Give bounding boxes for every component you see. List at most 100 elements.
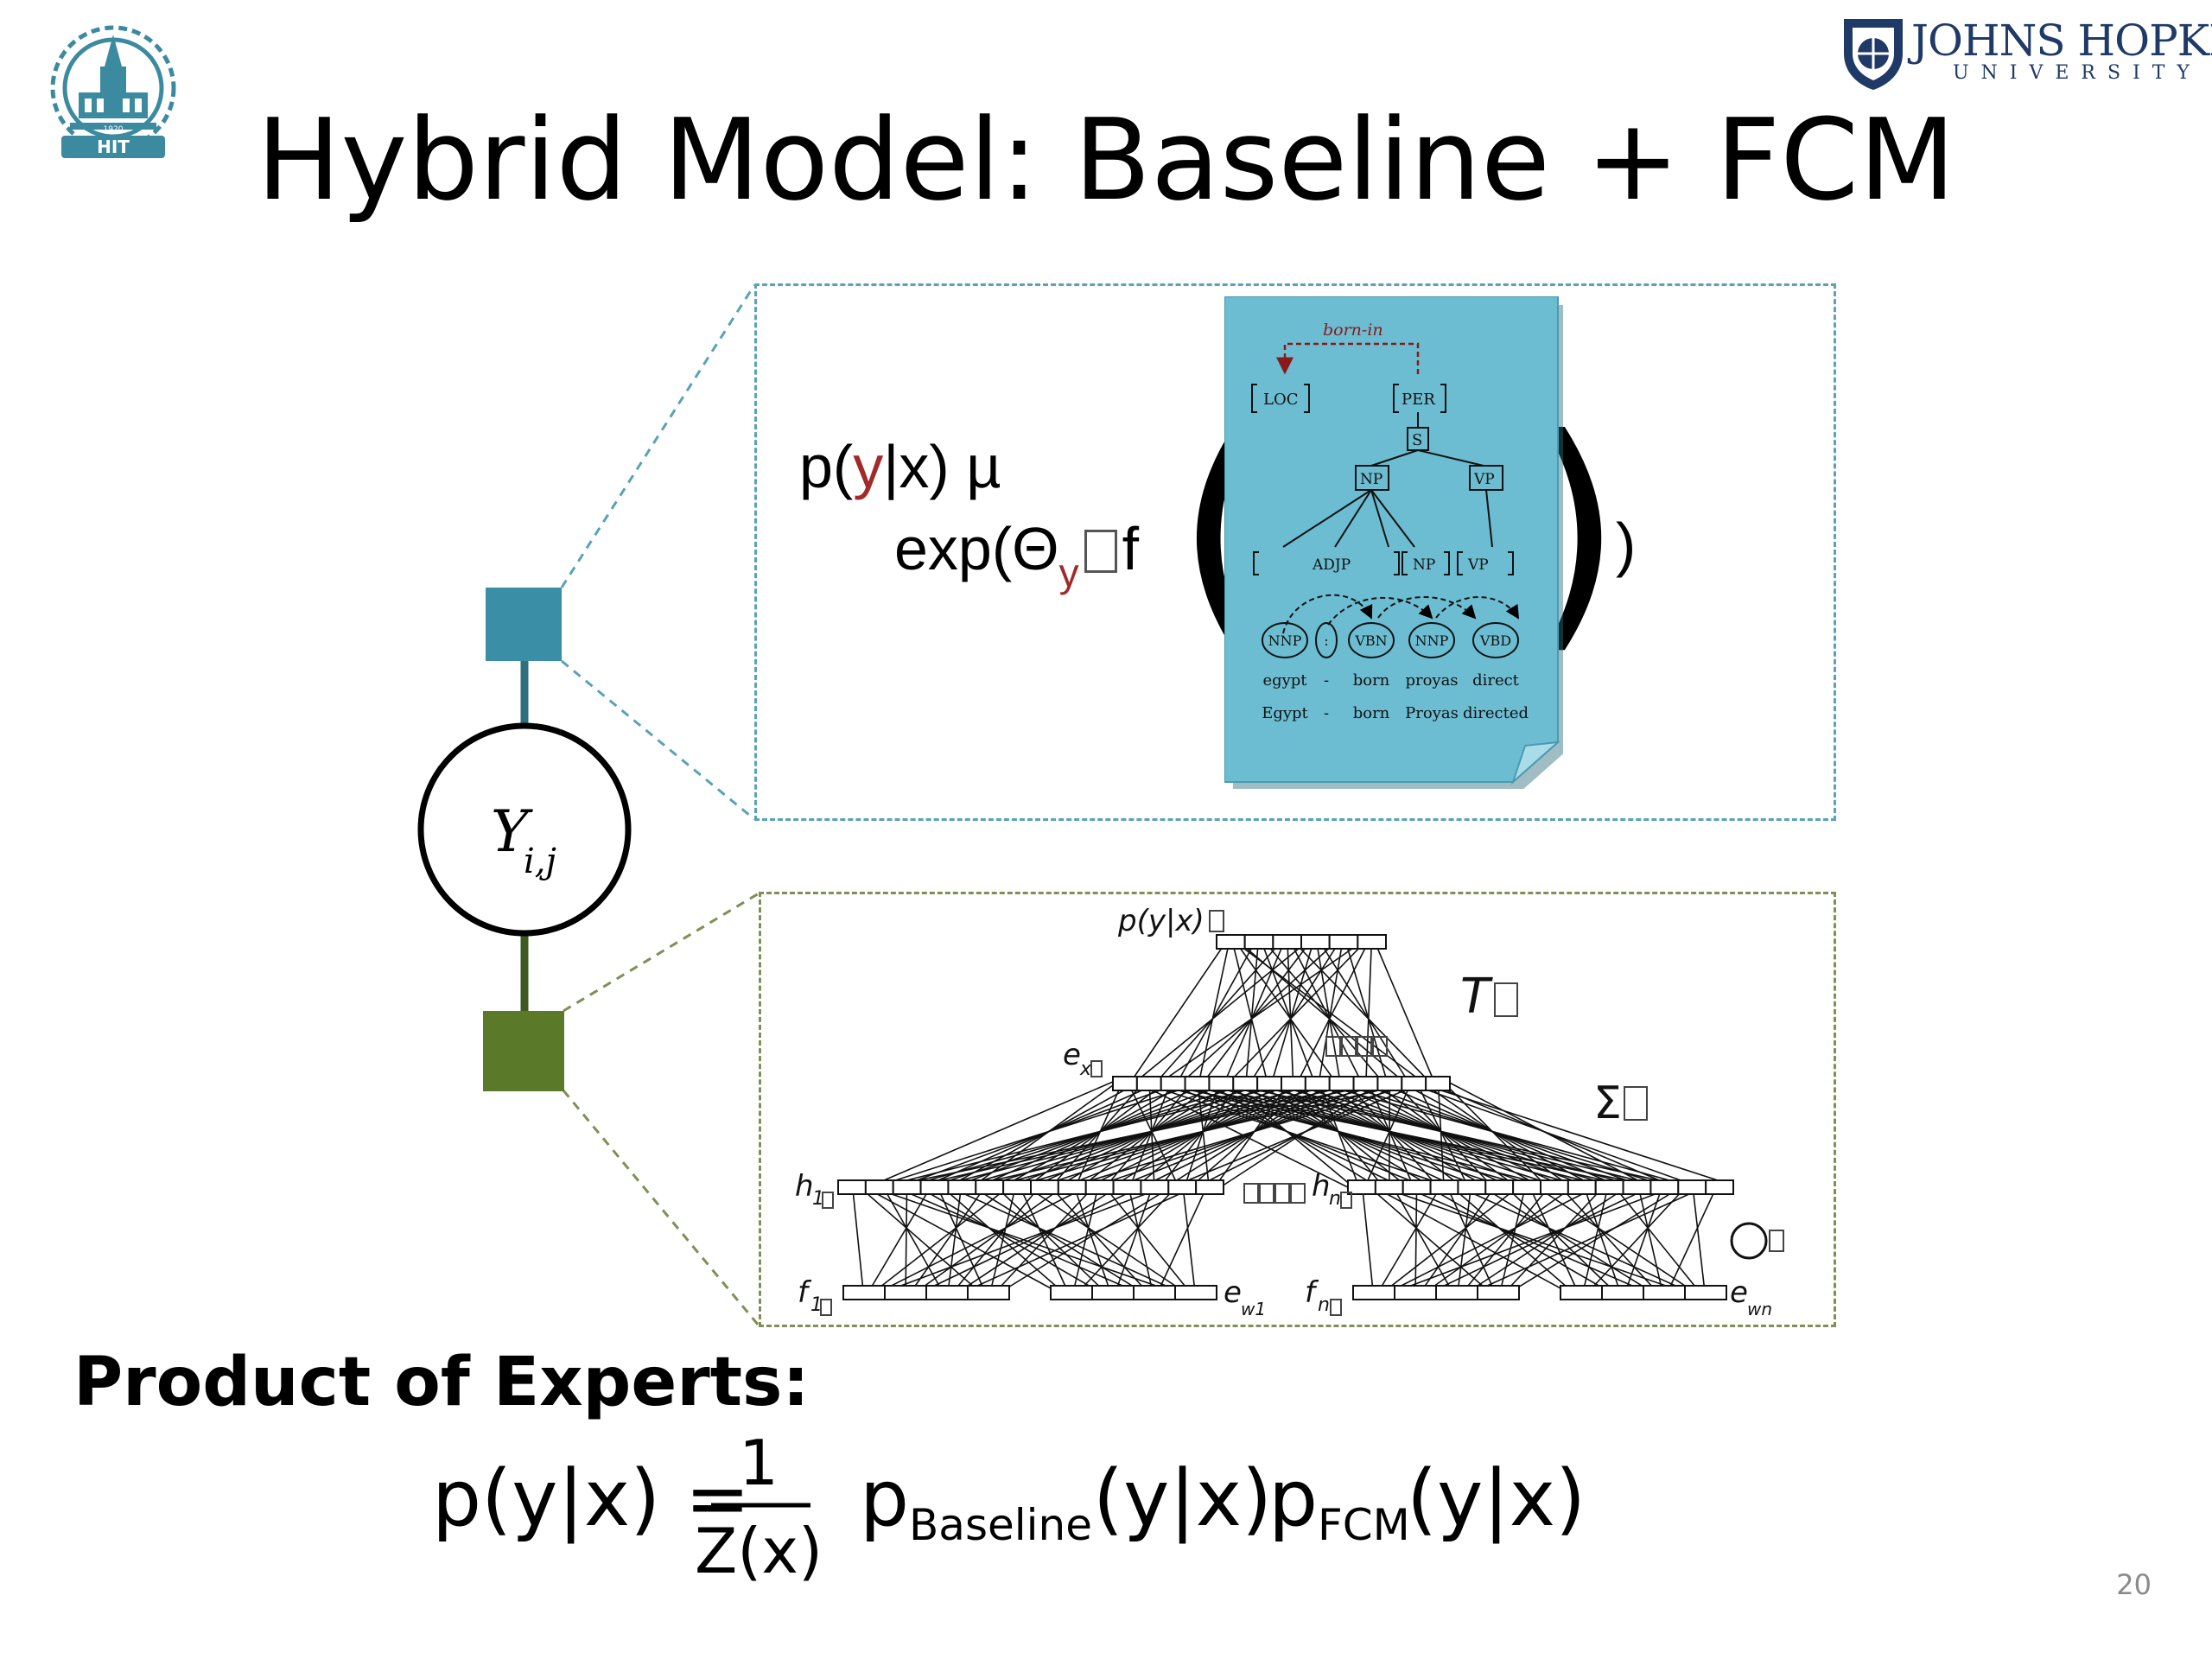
network-edge — [905, 1179, 908, 1300]
h1-subscript: 1 — [812, 1188, 824, 1210]
network-edge — [1124, 1076, 1183, 1195]
network-edge — [1230, 934, 1270, 1091]
network-edge — [1181, 1179, 1197, 1300]
network-edge — [851, 1179, 989, 1300]
f1-layer-cell — [925, 1285, 969, 1300]
network-edge — [1196, 934, 1316, 1091]
ew1-layer-cell — [1050, 1285, 1093, 1300]
network-edge — [934, 1179, 1197, 1300]
network-edge — [1373, 1179, 1528, 1300]
hit-logo-year: 1920 — [104, 125, 124, 134]
fn-layer-cell — [1435, 1285, 1478, 1300]
network-edge — [1044, 1076, 1342, 1195]
network-connections — [851, 934, 1720, 1300]
network-edge — [961, 1076, 1126, 1195]
network-edge — [905, 1179, 1155, 1300]
network-edge — [1413, 1076, 1473, 1195]
fn-layer-cell — [1394, 1285, 1437, 1300]
network-edge — [1071, 1179, 1114, 1300]
word-0: Egypt — [1262, 704, 1308, 722]
network-edge — [1244, 934, 1260, 1091]
network-edge — [1471, 1179, 1665, 1300]
network-edge — [1258, 934, 1390, 1091]
poe-p-baseline-arg: (y|x) — [1093, 1453, 1272, 1544]
network-edge — [1268, 1076, 1418, 1195]
network-edge — [1099, 1179, 1197, 1300]
network-edge — [961, 1179, 1155, 1300]
network-edge — [1389, 1179, 1665, 1300]
hn-layer-cell — [1540, 1179, 1569, 1195]
network-edge — [1071, 1179, 1101, 1300]
network-edge — [1526, 1179, 1707, 1300]
hn-subscript: n — [1329, 1188, 1341, 1210]
formula-theta-subscript: y — [1058, 550, 1079, 595]
missing-glyph-icon — [1372, 1036, 1388, 1057]
fcm-factor — [483, 1011, 564, 1091]
hn-layer-cell — [1705, 1179, 1734, 1195]
network-edge — [863, 1179, 936, 1300]
baseline-panel — [754, 283, 1836, 821]
output-layer-cell — [1243, 934, 1274, 950]
network-edge — [1364, 934, 1373, 1091]
hn-layer-cell — [1484, 1179, 1515, 1195]
hidden-top-layer-cell — [1425, 1076, 1452, 1091]
h1-layer-cell — [837, 1179, 867, 1195]
f1-layer-cell — [884, 1285, 927, 1300]
fcm-network: p(y|x) e x T Σ h 1 h n f 1 f n e w1 e wn — [795, 904, 1784, 1319]
hn-label: h — [1312, 1169, 1331, 1204]
network-edge — [1293, 934, 1373, 1091]
network-edge — [1172, 934, 1260, 1091]
pos-tag-2: VBN — [1354, 632, 1387, 649]
f1-subscript: 1 — [810, 1294, 823, 1316]
hit-logo: 1920 HIT — [50, 25, 176, 158]
network-layers — [837, 934, 1734, 1300]
network-edge — [1124, 1076, 1582, 1195]
network-edge — [1437, 1076, 1446, 1195]
h1-layer-cell — [1140, 1179, 1170, 1195]
network-edge — [1016, 1076, 1174, 1195]
ewn-subscript: wn — [1747, 1299, 1772, 1319]
network-edge — [1456, 1179, 1473, 1300]
network-edge — [1361, 1179, 1707, 1300]
network-edge — [1148, 934, 1373, 1091]
jhu-logo: JOHNS HOPKINS UNIVERSITY — [1832, 16, 2212, 93]
ewn-layer-cell — [1601, 1285, 1644, 1300]
hn-layer-cell — [1374, 1179, 1404, 1195]
network-edge — [879, 1179, 948, 1300]
h1-layer-cell — [975, 1179, 1005, 1195]
missing-glyph-icon — [1624, 1086, 1648, 1121]
f1-layer-cell — [967, 1285, 1010, 1300]
ewn-layer-cell — [1560, 1285, 1603, 1300]
hn-layer-cell — [1594, 1179, 1624, 1195]
fn-subscript: n — [1318, 1294, 1330, 1316]
network-edge — [1456, 1179, 1555, 1300]
network-edge — [1317, 1076, 1472, 1195]
h1-layer-cell — [1167, 1179, 1198, 1195]
network-edge — [1365, 1076, 1528, 1195]
word-4: directed — [1463, 704, 1529, 722]
network-edge — [1580, 1179, 1693, 1300]
network-edge — [962, 1076, 1222, 1195]
network-edge — [1220, 934, 1373, 1091]
network-edge — [1388, 1076, 1391, 1195]
card-fold — [1510, 741, 1561, 785]
h1-layer-cell — [1195, 1179, 1224, 1195]
poe-p-baseline: p — [860, 1453, 909, 1544]
formula-close-paren: ) — [1616, 511, 1637, 578]
hn-layer-cell — [1402, 1179, 1432, 1195]
variable-subscript: i,j — [524, 842, 556, 881]
h1-layer-cell — [864, 1179, 894, 1195]
output-label: p(y|x) — [1117, 904, 1205, 938]
formula-exp-theta: exp(Θ — [894, 515, 1059, 582]
network-edge — [1389, 1076, 1720, 1195]
formula-p-open: p( — [799, 433, 854, 500]
network-edge — [851, 1179, 1197, 1300]
network-edge — [1456, 1179, 1637, 1300]
fcm-panel — [759, 892, 1836, 1327]
output-layer-cell — [1216, 934, 1246, 950]
poe-p-fcm: p — [1268, 1453, 1318, 1544]
lemma-1: - — [1324, 671, 1329, 690]
missing-glyph-icon — [820, 1299, 832, 1316]
network-edge — [1016, 1179, 1197, 1300]
network-edge — [1443, 1179, 1582, 1300]
